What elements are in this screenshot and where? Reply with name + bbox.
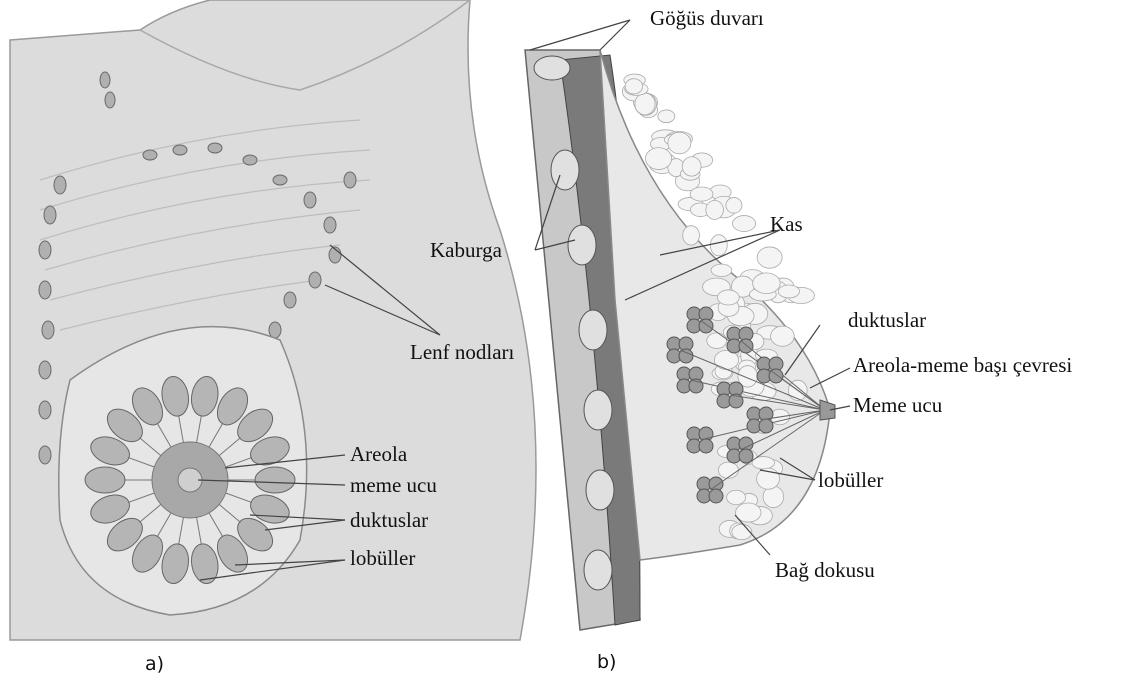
lobule-b [709,489,723,503]
label-rib: Kaburga [430,240,502,261]
lobule-b [739,449,753,463]
panel-b-letter: b) [597,653,616,672]
label-areola: Areola [350,444,407,465]
fat-cell [658,110,675,123]
fat-cell [757,247,782,268]
fat-cell [707,333,727,349]
fat-cell [778,285,799,298]
fat-cell [718,462,738,478]
lobule [85,467,125,493]
label-chest-wall: Göğüs duvarı [650,8,764,29]
label-lymph-nodes: Lenf nodları [410,342,514,363]
label-nipple-a: meme ucu [350,475,437,496]
label-connective-tissue: Bağ dokusu [775,560,875,581]
fat-cell [753,273,781,294]
lobule-b [699,439,713,453]
label-lobules-b: lobüller [818,470,883,491]
fat-cell [771,326,795,346]
fat-cell [711,264,732,276]
label-areola-region: Areola-meme başı çevresi [853,355,1072,376]
fat-cell [683,226,700,245]
fat-cell [668,132,691,154]
panel-b-illustration [525,50,835,630]
lobule-b [759,419,773,433]
label-nipple-b: Meme ucu [853,395,942,416]
label-ducts-b: duktuslar [848,310,926,331]
fat-cell [710,235,727,256]
panel-a-illustration [10,0,536,640]
lobule-b [679,349,693,363]
fat-cell [727,490,746,504]
panel-a-letter: a) [145,655,164,674]
fat-cell [732,524,752,539]
fat-cell [682,157,701,176]
fat-cell [625,79,642,94]
fat-cell [706,200,724,219]
lobule [255,467,295,493]
fat-cell [717,290,739,305]
label-muscle: Kas [770,214,803,235]
label-ducts-a: duktuslar [350,510,428,531]
fat-cell [690,187,713,201]
fat-cell [732,216,755,232]
fat-cell [646,148,672,170]
fat-cell [726,198,742,214]
fat-cell [635,93,655,115]
label-lobules-a: lobüller [350,548,415,569]
